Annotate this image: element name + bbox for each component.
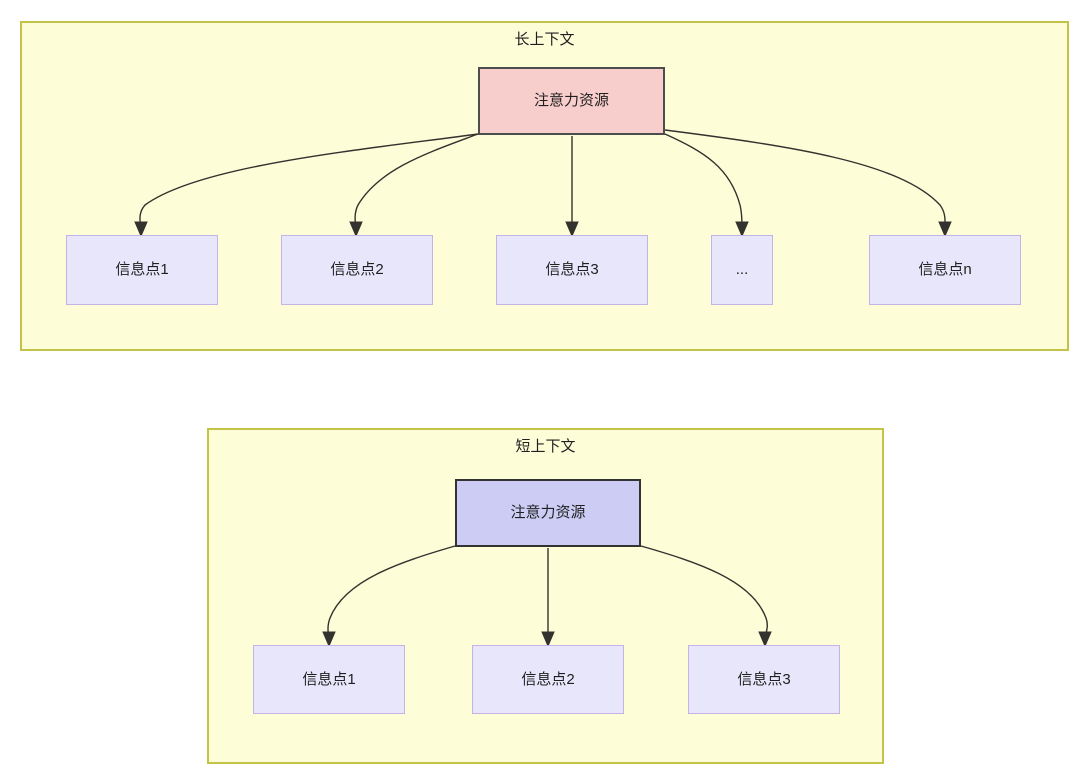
node-label: 信息点3 (737, 670, 791, 688)
short-context-info-node-1[interactable]: 信息点1 (253, 645, 405, 714)
long-context-info-node-n[interactable]: 信息点n (869, 235, 1021, 305)
long-context-attention-resource-node[interactable]: 注意力资源 (478, 67, 665, 135)
node-label: 信息点n (918, 261, 972, 278)
long-context-info-node-ellipsis[interactable]: ... (711, 235, 773, 305)
node-label: 注意力资源 (533, 92, 609, 109)
short-context-attention-resource-node[interactable]: 注意力资源 (455, 479, 641, 547)
node-label: 信息点3 (545, 261, 599, 278)
long-context-info-node-3[interactable]: 信息点3 (496, 235, 648, 305)
node-label: 信息点2 (521, 670, 575, 688)
short-context-info-node-3[interactable]: 信息点3 (688, 645, 840, 714)
long-context-info-node-2[interactable]: 信息点2 (281, 235, 433, 305)
node-label: 信息点2 (330, 261, 384, 278)
node-label: 注意力资源 (510, 504, 586, 521)
long-context-info-node-1[interactable]: 信息点1 (66, 235, 218, 305)
node-label: 信息点1 (115, 261, 169, 278)
short-context-title: 短上下文 (515, 438, 576, 455)
node-label: 信息点1 (302, 670, 356, 688)
short-context-info-node-2[interactable]: 信息点2 (472, 645, 624, 714)
node-label: ... (735, 261, 749, 278)
long-context-title: 长上下文 (514, 31, 575, 48)
